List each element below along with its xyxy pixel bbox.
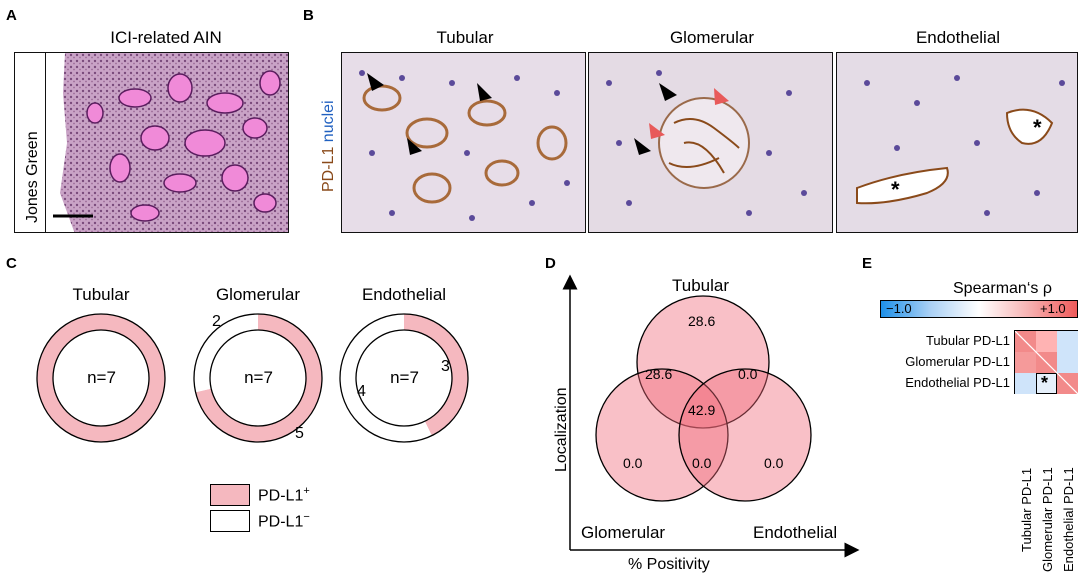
glomerular-negative-count: 2 xyxy=(212,313,221,330)
panel-b-title-endothelial: Endothelial xyxy=(915,28,1001,47)
ihc-endothelial-micrograph: * * xyxy=(836,52,1078,233)
lumen-asterisk-lower: * xyxy=(891,177,900,202)
panel-label-d: D xyxy=(545,255,556,272)
donut-glomerular-count: n=7 xyxy=(244,368,273,387)
panel-a-title: ICI-related AIN xyxy=(110,28,222,47)
ihc-glomerular-micrograph xyxy=(588,52,833,233)
venn-value-endothelial-only: 0.0 xyxy=(764,455,784,471)
donut-outline xyxy=(355,329,453,427)
endothelial-negative-count: 4 xyxy=(357,383,366,400)
panel-label-a: A xyxy=(6,7,17,24)
venn-circle-tubular xyxy=(636,295,770,429)
donut-outline xyxy=(52,329,150,427)
lumen-asterisk-upper: * xyxy=(1033,115,1042,140)
panel-c-title-glomerular: Glomerular xyxy=(215,285,301,304)
colorbar-title: Spearman‘s ρ xyxy=(953,280,1052,297)
colorbar xyxy=(880,300,1078,318)
endothelial-positive-count: 3 xyxy=(441,358,450,375)
colorbar-max-label: +1.0 xyxy=(1040,301,1066,316)
venn-diagram xyxy=(562,274,860,558)
venn-label-glomerular: Glomerular xyxy=(581,523,666,542)
panel-label-e: E xyxy=(862,255,873,272)
matrix-cell xyxy=(1015,352,1036,373)
donut-outline xyxy=(193,313,323,443)
col-label-endothelial: Endothelial PD-L1 xyxy=(1061,467,1076,572)
row-label-endothelial: Endothelial PD-L1 xyxy=(905,375,1010,390)
venn-value-tubular-endothelial: 0.0 xyxy=(738,366,758,382)
panel-c-title-tubular: Tubular xyxy=(72,285,130,304)
panel-label-b: B xyxy=(303,7,314,24)
panel-a-stain-label: Jones Green xyxy=(24,131,41,223)
glomerular-positive-count: 5 xyxy=(295,425,304,442)
matrix-cell-significant: * xyxy=(1036,373,1057,394)
row-label-glomerular: Glomerular PD-L1 xyxy=(905,354,1010,369)
matrix-cell xyxy=(1015,373,1036,394)
venn-value-tubular-glomerular: 28.6 xyxy=(645,366,673,382)
donut-glomerular xyxy=(193,313,323,443)
col-label-glomerular: Glomerular PD-L1 xyxy=(1040,467,1055,572)
pdl1-stain-label: PD-L1 xyxy=(320,146,337,192)
legend-positive-label: PD-L1+ xyxy=(258,485,310,505)
donut-endothelial-count: n=7 xyxy=(390,368,419,387)
nuclei-stain-label: nuclei xyxy=(320,100,337,143)
donut-segment-negative xyxy=(339,314,432,442)
panel-b-title-tubular: Tubular xyxy=(436,28,494,47)
venn-value-all-three: 42.9 xyxy=(688,402,716,418)
panel-label-c: C xyxy=(6,255,17,272)
panel-b-title-glomerular: Glomerular xyxy=(669,28,755,47)
donut-segment-positive xyxy=(404,314,468,436)
donut-tubular-count: n=7 xyxy=(87,368,116,387)
venn-value-glomerular-endothelial: 0.0 xyxy=(692,455,712,471)
donut-outline xyxy=(339,313,469,443)
jones-green-micrograph xyxy=(14,52,289,233)
y-axis-label: Localization xyxy=(553,387,570,473)
matrix-cell xyxy=(1036,331,1057,352)
legend-negative-swatch xyxy=(210,510,250,532)
glomerular-tissue-image xyxy=(606,70,807,216)
matrix-cell xyxy=(1057,331,1078,352)
matrix-cell xyxy=(1057,352,1078,373)
tubular-tissue-image xyxy=(359,70,570,221)
venn-value-tubular-only: 28.6 xyxy=(688,313,716,329)
donut-endothelial xyxy=(339,313,469,443)
panel-c-title-endothelial: Endothelial xyxy=(361,285,447,304)
row-label-tubular: Tubular PD-L1 xyxy=(925,333,1010,348)
colorbar-min-label: −1.0 xyxy=(886,301,912,316)
panel-b-stain-label: PD-L1 nuclei xyxy=(320,100,338,192)
significance-marker: * xyxy=(1041,373,1049,393)
endothelial-tissue-image xyxy=(856,75,1065,216)
legend-negative-label: PD-L1− xyxy=(258,511,310,531)
venn-circle-glomerular xyxy=(595,368,729,502)
col-label-tubular: Tubular PD-L1 xyxy=(1019,467,1034,552)
tissue-image xyxy=(53,53,288,232)
matrix-diagonal xyxy=(1015,331,1079,395)
donut-charts xyxy=(36,313,469,443)
legend-positive-swatch xyxy=(210,484,250,506)
x-axis-label: % Positivity xyxy=(628,556,710,573)
donut-tubular xyxy=(36,313,166,443)
correlation-matrix: * xyxy=(1014,330,1079,395)
donut-outline xyxy=(209,329,307,427)
donut-outline xyxy=(36,313,166,443)
venn-label-tubular: Tubular xyxy=(672,276,730,295)
venn-circle-endothelial xyxy=(678,368,812,502)
venn-label-endothelial: Endothelial xyxy=(753,523,838,542)
venn-value-glomerular-only: 0.0 xyxy=(623,455,643,471)
ihc-tubular-micrograph xyxy=(341,52,586,233)
